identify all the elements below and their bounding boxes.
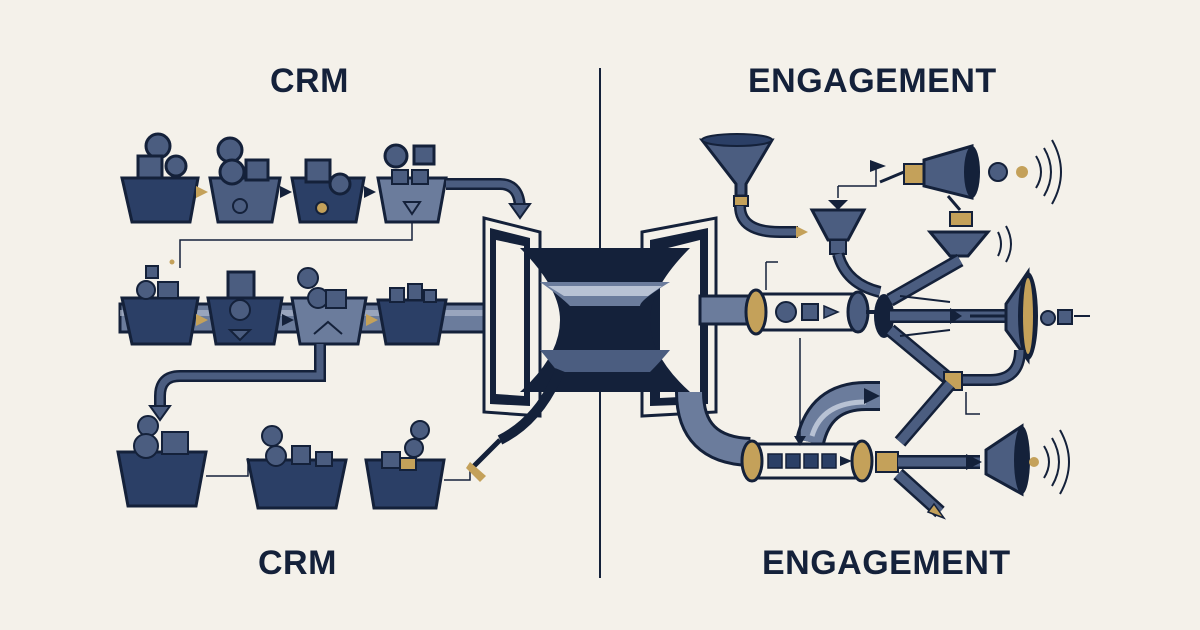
dot-icon (1040, 310, 1056, 326)
sound-waves-icon (1043, 429, 1070, 495)
funnel-icon (698, 133, 775, 207)
funnel-icon (809, 200, 867, 255)
crm-heading-top: CRM (270, 62, 349, 100)
basket-icon (120, 132, 200, 224)
basket-icon (364, 420, 446, 510)
crm-row-2 (118, 265, 542, 422)
dot-icon (1029, 457, 1039, 467)
basket-icon (246, 425, 348, 510)
basket-icon (116, 415, 208, 508)
megaphone-icon (879, 144, 980, 211)
connector-icon (179, 222, 413, 268)
arrow-icon (282, 314, 294, 326)
arrow-icon (796, 226, 808, 238)
dot-icon (988, 162, 1008, 182)
sound-waves-icon (1035, 139, 1062, 205)
basket-icon (376, 283, 448, 346)
arrow-icon (148, 405, 172, 422)
crm-row-1 (120, 132, 532, 268)
basket-icon (290, 267, 368, 346)
crm-heading-bottom: CRM (258, 544, 337, 582)
hub-icon (874, 253, 1010, 386)
basket-icon (208, 136, 282, 224)
megaphone-icon (984, 423, 1030, 497)
basket-icon (290, 158, 366, 224)
basket-icon (206, 270, 284, 346)
pipe-icon (740, 439, 874, 483)
box-icon (1057, 309, 1073, 325)
engagement-heading-bottom: ENGAGEMENT (762, 544, 1011, 582)
basket-icon (120, 265, 200, 346)
arrow-icon (196, 314, 208, 326)
dot-icon (1016, 166, 1028, 178)
connector-icon (206, 458, 249, 477)
engagement-heading-top: ENGAGEMENT (748, 62, 997, 100)
arrow-icon (196, 186, 208, 198)
arrow-icon (280, 186, 292, 198)
arrow-icon (366, 314, 378, 326)
central-coupling-machine (466, 216, 762, 482)
sound-waves-icon (997, 225, 1012, 263)
crm-row-3 (116, 415, 471, 510)
megaphone-icon (970, 267, 1038, 365)
connector-icon (444, 464, 471, 481)
pipe-icon (744, 288, 870, 336)
engagement-flow (698, 133, 1090, 520)
funnel-icon (926, 211, 992, 258)
basket-icon (376, 143, 448, 224)
arrow-icon (364, 186, 376, 198)
arrow-icon (508, 203, 532, 220)
